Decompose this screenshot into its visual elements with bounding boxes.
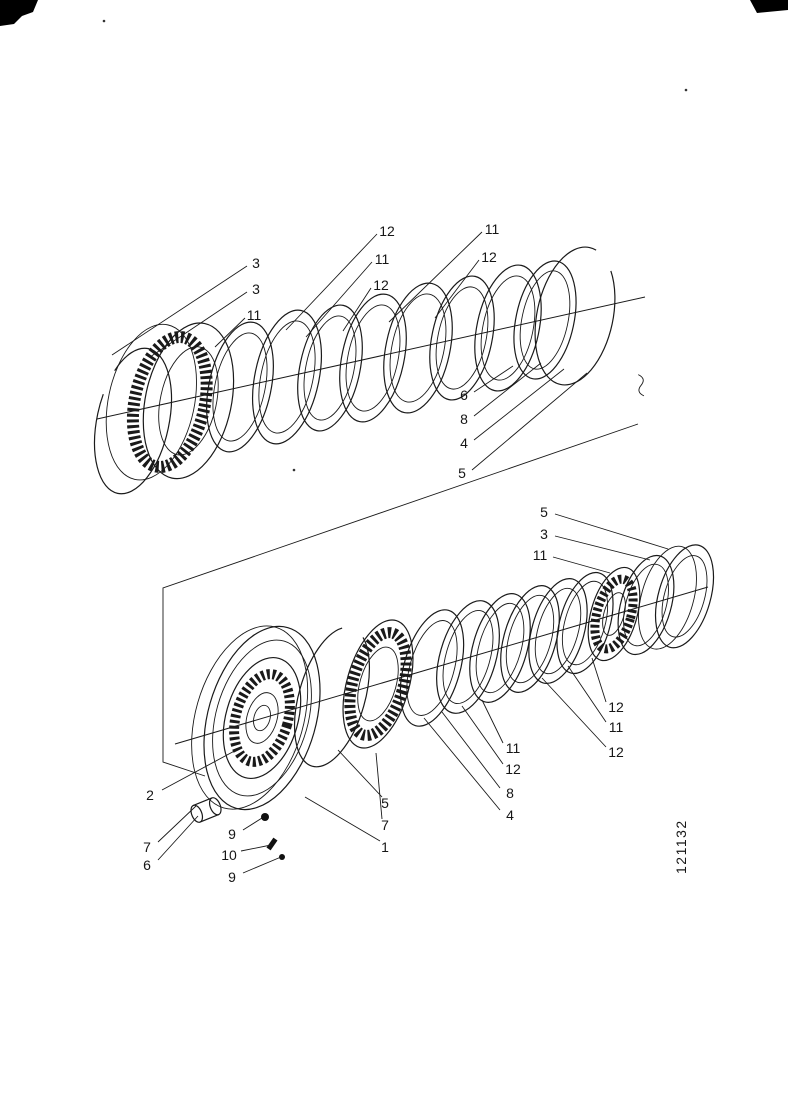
callout-label: 2 — [146, 787, 154, 803]
callout-label: 11 — [485, 221, 500, 237]
upper-axis-line — [96, 296, 646, 420]
part-clutch-drum — [191, 625, 321, 811]
callout-label: 11 — [609, 719, 624, 735]
divider-line — [162, 423, 639, 777]
part-disc — [528, 577, 588, 685]
callout-label: 11 — [533, 547, 548, 563]
callout-label: 3 — [540, 526, 548, 542]
part-disc — [399, 609, 465, 727]
callout-label: 12 — [481, 249, 497, 265]
part-toothed-ring — [105, 322, 235, 481]
callout-label: 12 — [505, 761, 521, 777]
part-disc — [297, 304, 363, 432]
callout-label: 9 — [228, 826, 236, 842]
upper-callout-labels: 12 11 11 12 3 3 11 12 6 8 4 5 — [247, 221, 500, 481]
part-disc — [206, 321, 274, 453]
scan-artifacts — [0, 0, 788, 472]
figure-number: 121132 — [673, 819, 689, 874]
part-check-ball — [279, 854, 285, 860]
upper-assembly: 12 11 11 12 3 3 11 12 6 8 4 5 — [93, 221, 646, 495]
callout-label: 9 — [228, 869, 236, 885]
callout-label: 1 — [381, 839, 389, 855]
callout-label: 5 — [381, 795, 389, 811]
part-snap-ring — [293, 626, 371, 768]
corner-blot-top-right — [750, 0, 788, 13]
callout-label: 12 — [608, 699, 624, 715]
part-disc — [339, 293, 407, 423]
callout-label: 7 — [143, 839, 151, 855]
part-toothed-disc — [342, 619, 414, 749]
part-pin — [266, 837, 278, 851]
speck — [684, 88, 688, 92]
part-disc — [513, 260, 577, 380]
callout-label: 8 — [460, 411, 468, 427]
part-disc — [252, 309, 322, 445]
corner-blot-top-left — [0, 0, 38, 26]
callout-label: 12 — [379, 223, 395, 239]
callout-label: 11 — [247, 307, 262, 323]
callout-label: 5 — [458, 465, 466, 481]
part-disc — [617, 554, 675, 656]
part-check-ball — [261, 813, 269, 821]
callout-label: 3 — [252, 281, 260, 297]
part-disc — [474, 264, 542, 392]
callout-label: 12 — [373, 277, 389, 293]
part-toothed-hub — [587, 566, 641, 662]
part-disc — [469, 593, 531, 703]
callout-label: 6 — [143, 857, 151, 873]
part-small-cylinder — [190, 797, 222, 823]
part-disc — [429, 275, 495, 401]
speck — [102, 19, 106, 23]
callout-label: 5 — [540, 504, 548, 520]
lower-callout-labels: 5 3 11 12 11 12 11 12 8 4 5 7 1 2 7 6 9 … — [143, 504, 624, 885]
part-snap-ring-right — [534, 246, 616, 386]
wavy-mark — [638, 374, 645, 397]
callout-label: 12 — [608, 744, 624, 760]
speck — [292, 468, 296, 472]
callout-label: 3 — [252, 255, 260, 271]
callout-label: 10 — [221, 847, 237, 863]
callout-label: 4 — [506, 807, 514, 823]
lower-callout-leader-lines — [157, 513, 669, 874]
callout-label: 8 — [506, 785, 514, 801]
part-disc — [436, 600, 500, 714]
part-retainer-ring — [638, 544, 715, 650]
callout-label: 11 — [375, 251, 390, 267]
lower-assembly: 5 3 11 12 11 12 11 12 8 4 5 7 1 2 7 6 9 … — [143, 504, 715, 885]
upper-callout-leader-lines — [111, 231, 588, 471]
part-disc — [556, 571, 614, 675]
part-disc — [500, 585, 560, 693]
callout-label: 11 — [506, 740, 521, 756]
callout-label: 6 — [460, 387, 468, 403]
part-snap-ring-left — [93, 347, 173, 495]
callout-label: 4 — [460, 435, 468, 451]
part-disc — [383, 282, 453, 414]
callout-label: 7 — [381, 817, 389, 833]
